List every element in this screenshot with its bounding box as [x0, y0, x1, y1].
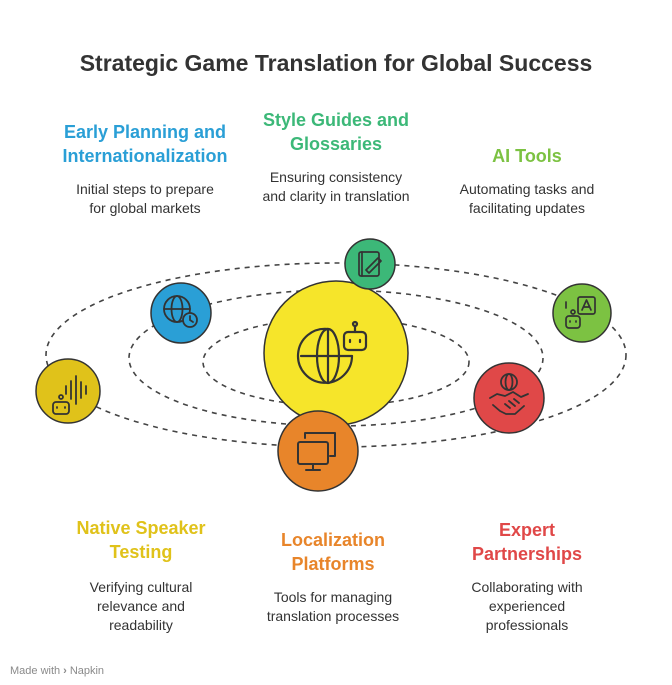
desc-line: Verifying cultural — [89, 579, 193, 595]
label-early-planning: Early Planning and Internationalization — [40, 120, 250, 168]
robot-translate-icon — [565, 296, 596, 329]
label-expert: Expert Partnerships — [432, 518, 622, 566]
node-style-guides — [344, 238, 396, 290]
globe-clock-icon — [163, 295, 198, 328]
footer-brand: Napkin — [69, 665, 105, 677]
desc-style-guides: Ensuring consistency and clarity in tran… — [236, 168, 436, 206]
desc-line: translation processes — [266, 608, 400, 624]
node-native-speaker — [35, 358, 101, 424]
desc-line: relevance and — [97, 598, 185, 614]
desc-line: Tools for managing — [273, 589, 393, 605]
label-line: Platforms — [291, 554, 375, 574]
label-line: Expert — [498, 520, 556, 540]
label-line: AI Tools — [492, 146, 562, 166]
label-style-guides: Style Guides and Glossaries — [236, 108, 436, 156]
desc-ai-tools: Automating tasks and facilitating update… — [432, 180, 622, 218]
globe-robot-icon — [296, 320, 368, 385]
desc-early-planning: Initial steps to prepare for global mark… — [50, 180, 240, 218]
desc-line: Initial steps to prepare — [76, 181, 214, 197]
desc-line: professionals — [485, 617, 569, 633]
middle-orbit — [128, 289, 544, 427]
robot-soundwave-icon — [52, 375, 87, 415]
label-line: Native Speaker — [76, 518, 206, 538]
napkin-logo-icon: › — [63, 665, 67, 677]
label-line: Testing — [109, 542, 173, 562]
style-guides-circle — [344, 238, 396, 290]
node-localization — [277, 410, 359, 492]
ai-tools-circle — [552, 283, 612, 343]
expert-circle — [473, 362, 545, 434]
early-planning-circle — [150, 282, 212, 344]
label-localization: Localization Platforms — [238, 528, 428, 576]
localization-circle — [277, 410, 359, 492]
label-line: Glossaries — [289, 134, 383, 154]
desc-line: for global markets — [89, 200, 201, 216]
page-title: Strategic Game Translation for Global Su… — [79, 50, 593, 76]
desc-native-speaker: Verifying cultural relevance and readabi… — [46, 578, 236, 635]
label-ai-tools: AI Tools — [432, 144, 622, 168]
center-node — [263, 280, 409, 426]
label-line: Partnerships — [471, 544, 583, 564]
desc-line: Automating tasks and — [459, 181, 595, 197]
label-line: Internationalization — [62, 146, 228, 166]
book-pencil-icon — [358, 251, 382, 277]
native-speaker-circle — [35, 358, 101, 424]
desc-line: facilitating updates — [469, 200, 585, 216]
desc-line: Ensuring consistency — [269, 169, 403, 185]
monitors-icon — [297, 432, 336, 471]
label-line: Early Planning and — [63, 122, 227, 142]
desc-line: and clarity in translation — [262, 188, 410, 204]
node-early-planning — [150, 282, 212, 344]
desc-line: Collaborating with — [471, 579, 583, 595]
desc-expert: Collaborating with experienced professio… — [432, 578, 622, 635]
label-native-speaker: Native Speaker Testing — [46, 516, 236, 564]
node-ai-tools — [552, 283, 612, 343]
desc-line: readability — [109, 617, 173, 633]
desc-line: experienced — [488, 598, 566, 614]
footer: Made with › Napkin — [10, 665, 104, 677]
node-expert — [473, 362, 545, 434]
center-circle — [263, 280, 409, 426]
desc-localization: Tools for managing translation processes — [238, 588, 428, 626]
handshake-globe-icon — [489, 373, 529, 415]
label-line: Style Guides and — [262, 110, 410, 130]
footer-prefix: Made with — [10, 665, 61, 677]
label-line: Localization — [280, 530, 385, 550]
